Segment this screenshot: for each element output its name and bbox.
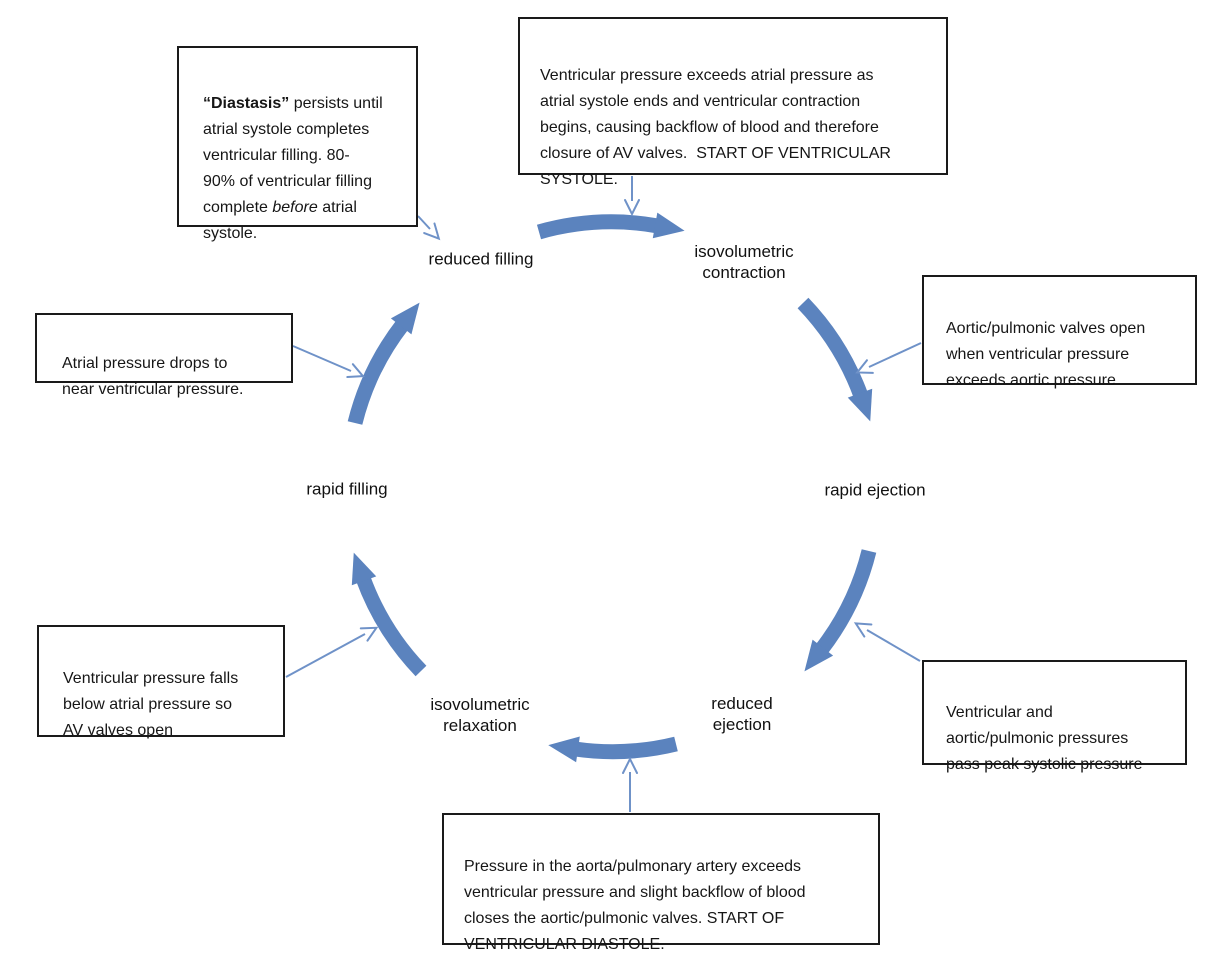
cycle-arc-reduced-filling-to-isovolumetric-contraction xyxy=(536,212,685,240)
cycle-arc-rapid-filling-to-reduced-filling xyxy=(347,302,420,425)
phase-label-rapid-filling: rapid filling xyxy=(306,479,388,499)
phase-label-rapid-ejection: rapid ejection xyxy=(824,480,926,500)
callout-diastasis-bold-text: “Diastasis” xyxy=(203,95,290,112)
phase-label-isovolumetric-relaxation: isovolumetric relaxation xyxy=(430,695,530,735)
callout-diastasis-text: persists until atrial systole completes … xyxy=(203,95,383,216)
phase-label-reduced-filling: reduced filling xyxy=(428,249,534,269)
callout-ventricular-systole-text: Ventricular pressure exceeds atrial pres… xyxy=(540,67,891,188)
cycle-arc-isovolumetric-relaxation-to-rapid-filling xyxy=(351,552,427,677)
connector-atrial-drop-arrow xyxy=(292,345,365,379)
callout-peak-systolic-text: Ventricular and aortic/pulmonic pressure… xyxy=(946,704,1143,773)
callout-diastasis-italic-text: before xyxy=(272,199,318,216)
callout-ventricular-diastole-text: Pressure in the aorta/pulmonary artery e… xyxy=(464,858,806,953)
connector-aortic-open-arrow xyxy=(855,342,922,374)
cycle-arc-isovolumetric-contraction-to-rapid-ejection xyxy=(797,297,873,422)
connector-peak-systolic-arrow xyxy=(853,622,921,662)
callout-ventricular-systole: Ventricular pressure exceeds atrial pres… xyxy=(518,17,948,188)
connector-diastasis-arrow xyxy=(417,215,441,241)
callout-av-open-text: Ventricular pressure falls below atrial … xyxy=(63,670,239,739)
cycle-arc-reduced-ejection-to-isovolumetric-relaxation xyxy=(548,736,678,763)
callout-av-open: Ventricular pressure falls below atrial … xyxy=(37,625,285,739)
callout-atrial-drop: Atrial pressure drops to near ventricula… xyxy=(35,313,293,398)
callout-atrial-drop-text: Atrial pressure drops to near ventricula… xyxy=(62,355,244,398)
phase-label-isovolumetric-contraction: isovolumetric contraction xyxy=(694,242,794,282)
callout-diastasis-text-end: atrial systole. xyxy=(203,199,357,242)
callout-ventricular-diastole: Pressure in the aorta/pulmonary artery e… xyxy=(442,813,880,953)
cycle-arc-rapid-ejection-to-reduced-ejection xyxy=(804,549,877,672)
callout-aortic-open: Aortic/pulmonic valves open when ventric… xyxy=(922,275,1197,389)
connector-av-open-arrow xyxy=(285,626,379,678)
callout-aortic-open-text: Aortic/pulmonic valves open when ventric… xyxy=(946,320,1146,389)
phase-label-reduced-ejection: reduced ejection xyxy=(711,694,773,734)
callout-diastasis: “Diastasis” persists until atrial systol… xyxy=(177,46,418,242)
callout-peak-systolic: Ventricular and aortic/pulmonic pressure… xyxy=(922,660,1187,773)
